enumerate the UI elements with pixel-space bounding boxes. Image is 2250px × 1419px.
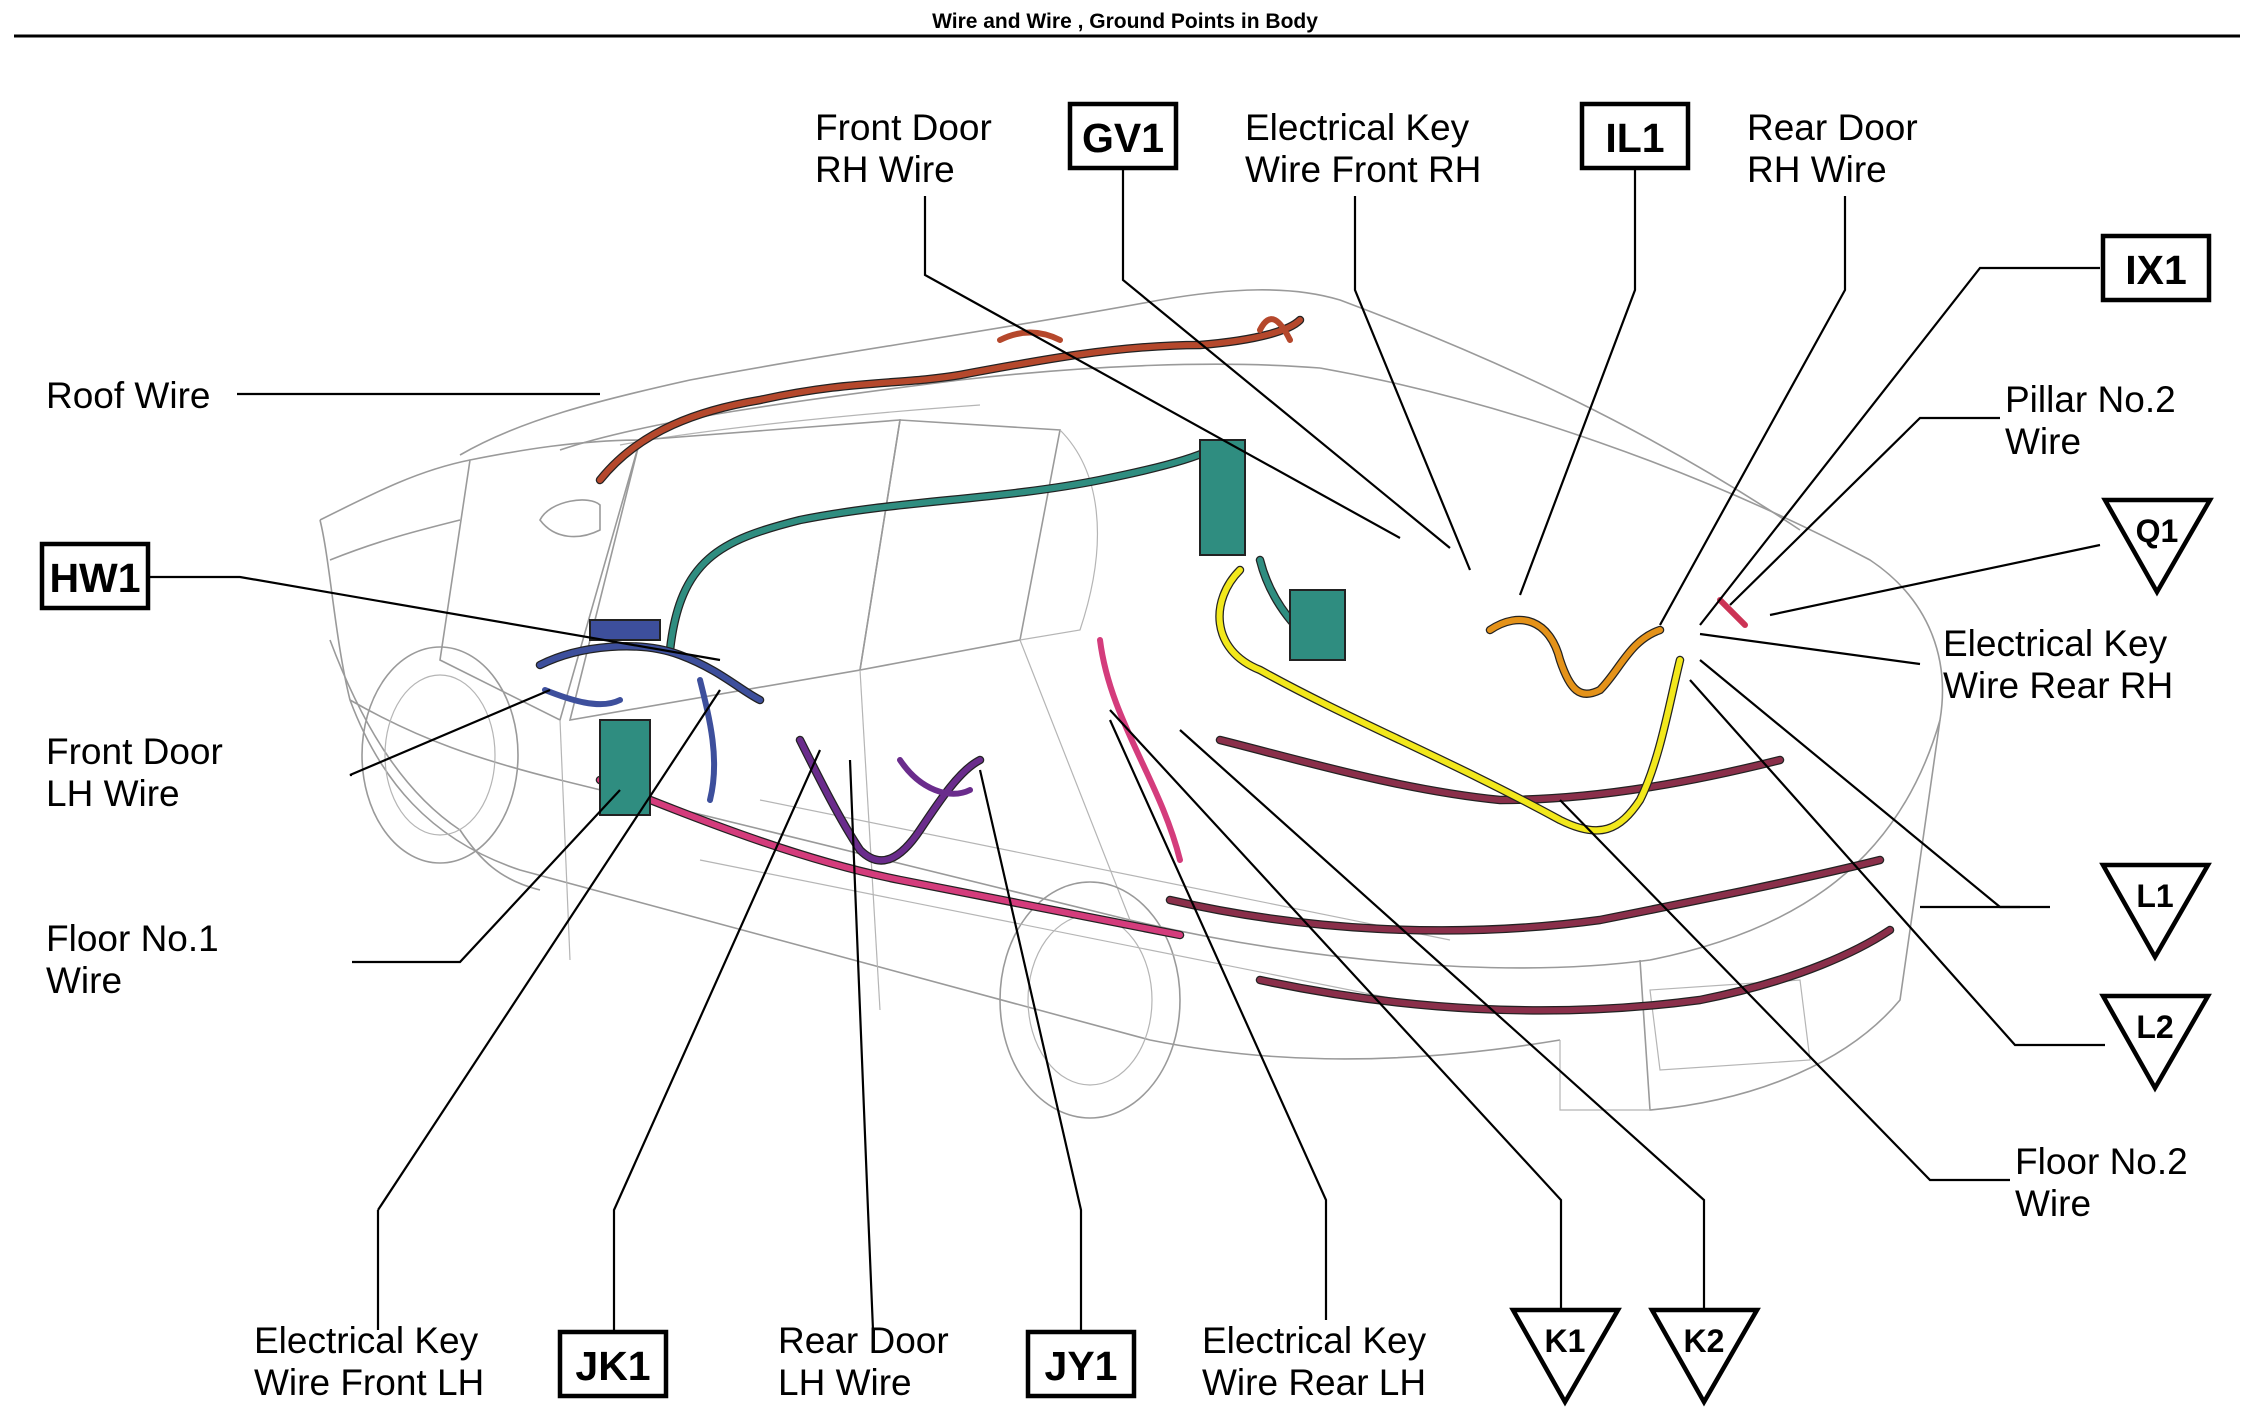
label-floor-no1-wire: Floor No.1 Wire — [46, 918, 219, 1001]
label-line-2: RH Wire — [1747, 149, 1887, 190]
harness-front-door-lh — [535, 619, 765, 803]
ground-code: L1 — [2136, 878, 2173, 914]
label-line-1: Front Door — [815, 107, 992, 148]
label-line-1: Pillar No.2 — [2005, 379, 2176, 420]
harness-pillar-no2 — [1717, 597, 1748, 628]
ground-code: Q1 — [2136, 513, 2179, 549]
connector-code: JK1 — [575, 1343, 650, 1389]
harness-electrical-key-rear — [1215, 565, 1685, 835]
label-roof-wire: Roof Wire — [46, 375, 210, 416]
label-line-1: Roof Wire — [46, 375, 210, 416]
connector-box-jy1: JY1 — [1025, 1329, 1137, 1399]
label-line-1: Electrical Key — [254, 1320, 479, 1361]
label-line-1: Electrical Key — [1943, 623, 2168, 664]
connector-box-hw1: HW1 — [39, 541, 151, 611]
page-title: Wire and Wire , Ground Points in Body — [932, 10, 1318, 33]
ground-point-q1: Q1 — [2101, 497, 2214, 597]
label-line-1: Floor No.1 — [46, 918, 219, 959]
ground-point-k2: K2 — [1648, 1307, 1761, 1407]
label-line-2: Wire Front RH — [1245, 149, 1481, 190]
label-electrical-key-rear-rh: Electrical Key Wire Rear RH — [1943, 623, 2173, 706]
label-line-1: Rear Door — [1747, 107, 1918, 148]
harness-floor-no1 — [595, 637, 1185, 940]
connector-code: HW1 — [49, 555, 140, 601]
label-line-2: Wire Rear RH — [1943, 665, 2173, 706]
label-line-1: Electrical Key — [1245, 107, 1470, 148]
car-body-outline — [319, 289, 1944, 1119]
label-line-1: Front Door — [46, 731, 223, 772]
connector-box-gv1: GV1 — [1067, 101, 1179, 171]
leader-lines — [150, 163, 2105, 1331]
label-floor-no2-wire: Floor No.2 Wire — [2015, 1141, 2188, 1224]
label-rear-door-rh: Rear Door RH Wire — [1747, 107, 1918, 190]
ground-point-l2: L2 — [2099, 993, 2212, 1093]
label-rear-door-lh: Rear Door LH Wire — [778, 1320, 949, 1403]
ground-code: L2 — [2136, 1009, 2173, 1045]
label-line-2: RH Wire — [815, 149, 955, 190]
label-line-2: LH Wire — [46, 773, 180, 814]
ground-code: K1 — [1545, 1323, 1586, 1359]
ground-point-l1: L1 — [2099, 862, 2212, 962]
label-line-2: Wire Rear LH — [1202, 1362, 1426, 1403]
label-line-1: Electrical Key — [1202, 1320, 1427, 1361]
harness-electrical-key-front-rh — [1485, 615, 1665, 698]
harness-front-door-rh — [665, 439, 1346, 661]
label-pillar-no2-wire: Pillar No.2 Wire — [2005, 379, 2176, 462]
label-electrical-key-front-lh: Electrical Key Wire Front LH — [254, 1320, 484, 1403]
label-line-1: Rear Door — [778, 1320, 949, 1361]
ground-code: K2 — [1684, 1323, 1725, 1359]
ground-point-k1: K1 — [1509, 1307, 1622, 1407]
label-line-2: Wire — [2005, 421, 2081, 462]
connector-code: IX1 — [2125, 247, 2187, 293]
connector-box-jk1: JK1 — [557, 1329, 669, 1399]
connector-box-il1: IL1 — [1579, 101, 1691, 171]
label-line-2: Wire — [46, 960, 122, 1001]
harness-roof-wire — [595, 315, 1305, 485]
label-electrical-key-front-rh: Electrical Key Wire Front RH — [1245, 107, 1481, 190]
label-line-2: LH Wire — [778, 1362, 912, 1403]
connector-code: GV1 — [1082, 115, 1164, 161]
label-line-2: Wire — [2015, 1183, 2091, 1224]
label-front-door-lh: Front Door LH Wire — [46, 731, 223, 814]
connector-box-ix1: IX1 — [2100, 233, 2212, 303]
label-line-2: Wire Front LH — [254, 1362, 484, 1403]
harness-floor-no2 — [1165, 735, 1895, 1015]
connector-code: JY1 — [1045, 1343, 1118, 1389]
harness-rear-door-lh — [795, 735, 985, 865]
connector-code: IL1 — [1605, 115, 1664, 161]
label-front-door-rh: Front Door RH Wire — [815, 107, 992, 190]
label-line-1: Floor No.2 — [2015, 1141, 2188, 1182]
label-electrical-key-rear-lh: Electrical Key Wire Rear LH — [1202, 1320, 1427, 1403]
